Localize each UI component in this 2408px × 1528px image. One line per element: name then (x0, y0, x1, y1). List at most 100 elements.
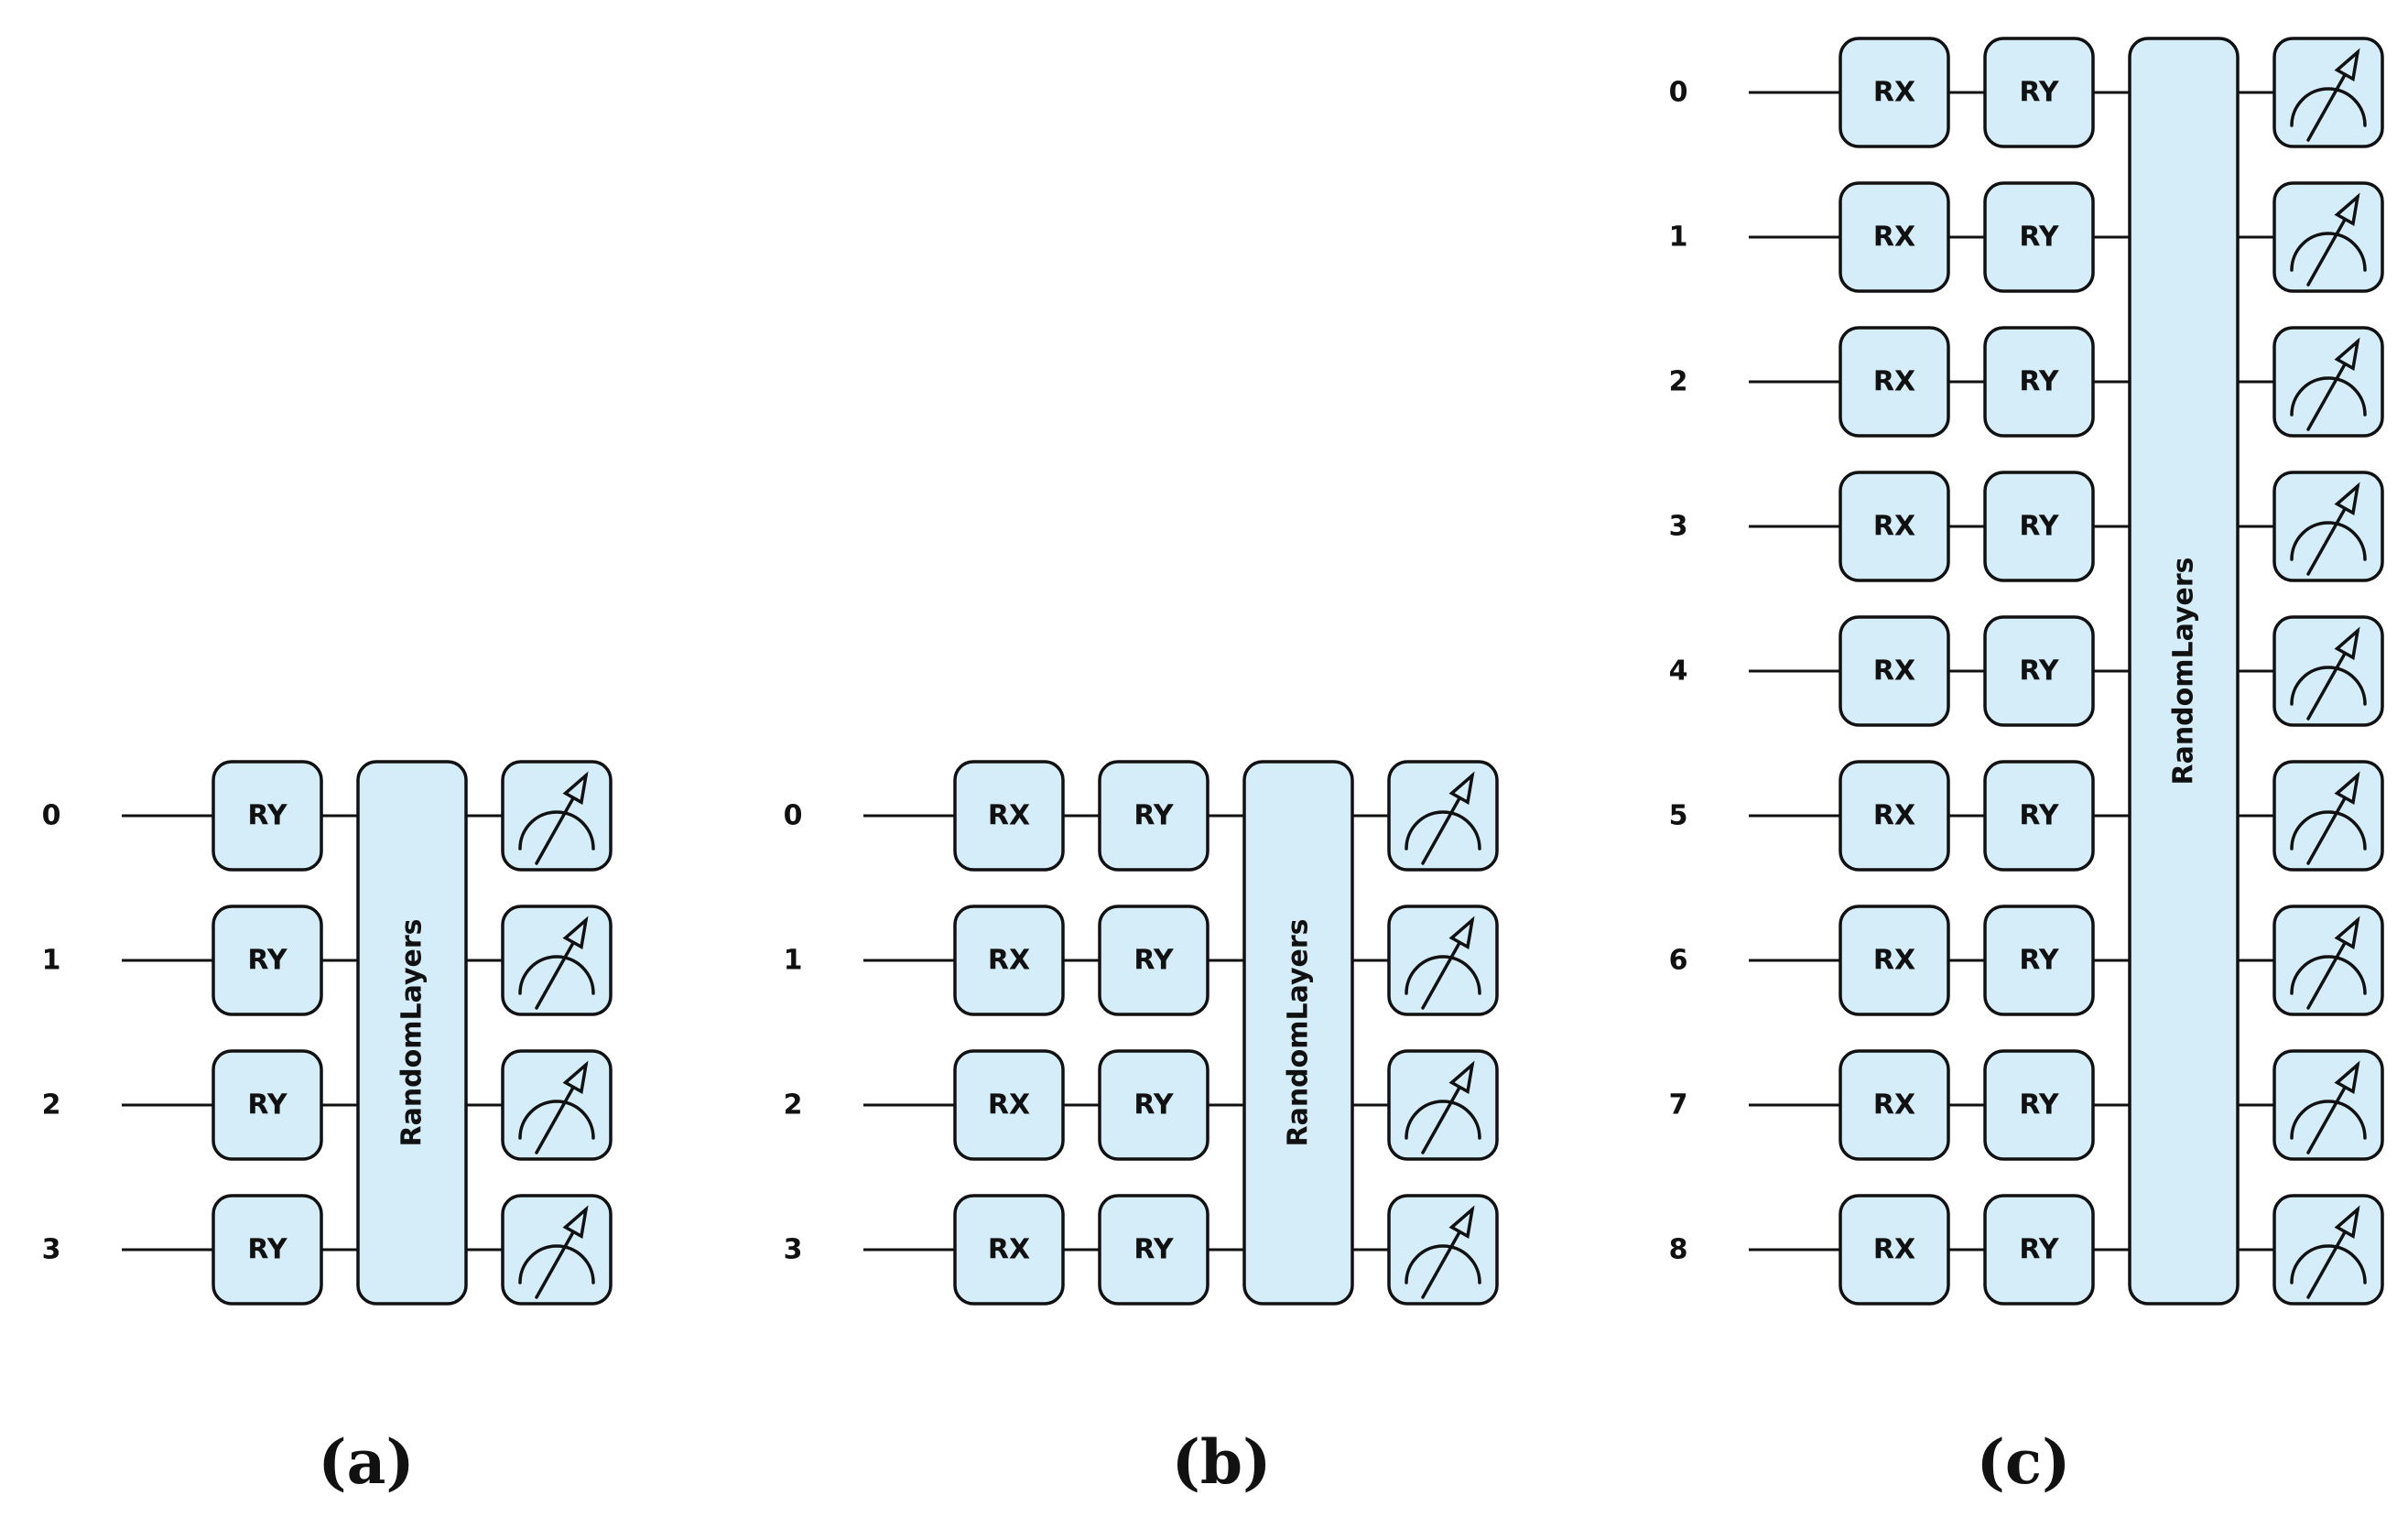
wire-label: 2 (1669, 366, 1688, 398)
measurement-meter-icon (2272, 1194, 2384, 1306)
ry-gate (1098, 1194, 1209, 1306)
measurement-meter-icon (2272, 181, 2384, 293)
random-layers-block (2128, 37, 2240, 1306)
ry-gate (1983, 181, 2095, 293)
rx-gate (1839, 760, 1950, 872)
ry-gate (1983, 37, 2095, 148)
wire-label: 3 (784, 1234, 803, 1266)
ry-gate (1983, 760, 2095, 872)
ry-gate (1983, 1049, 2095, 1161)
gate-label: RX (1873, 511, 1915, 543)
measurement-meter-icon (501, 1049, 613, 1161)
wire-label: 8 (1669, 1234, 1688, 1266)
measurement-meter-icon (501, 1194, 613, 1306)
ry-gate (1983, 615, 2095, 727)
gate-label: RY (2019, 656, 2059, 688)
gate-label: RY (1133, 1234, 1174, 1266)
measurement-meter-icon (2272, 326, 2384, 438)
gate-label: RY (1133, 1089, 1174, 1122)
gate-label: RX (1873, 656, 1915, 688)
gate-label: RX (988, 800, 1030, 832)
gate-label: RY (2019, 222, 2059, 254)
random-layers-label: RandomLayers (396, 918, 428, 1146)
random-layers-label: RandomLayers (1283, 918, 1315, 1146)
rx-gate (1839, 1194, 1950, 1306)
rx-gate (1839, 1049, 1950, 1161)
wire-label: 3 (1669, 511, 1688, 543)
gate-label: RY (2019, 511, 2059, 543)
measurement-meter-icon (2272, 615, 2384, 727)
ry-gate (1983, 326, 2095, 438)
random-layers-block (356, 760, 468, 1306)
gate-label: RY (247, 1089, 287, 1122)
wire-label: 1 (42, 945, 61, 977)
gate-label: RX (1873, 1234, 1915, 1266)
panel-caption: (c) (1977, 1426, 2071, 1498)
measurement-meter-icon (1387, 1049, 1499, 1161)
gate-label: RY (2019, 945, 2059, 977)
gate-label: RY (1133, 800, 1174, 832)
measurement-meter-icon (1387, 1194, 1499, 1306)
gate-label: RX (1873, 945, 1915, 977)
measurement-meter-icon (2272, 471, 2384, 582)
measurement-meter-icon (2272, 1049, 2384, 1161)
measurement-meter-icon (2272, 37, 2384, 148)
panel-caption: (a) (318, 1426, 414, 1498)
rx-gate (1839, 615, 1950, 727)
wire-label: 2 (784, 1089, 803, 1122)
wire-label: 0 (42, 800, 61, 832)
gate-label: RY (2019, 1089, 2059, 1122)
ry-gate (212, 905, 323, 1016)
gate-label: RX (988, 1234, 1030, 1266)
wire-label: 2 (42, 1089, 61, 1122)
rx-gate (1839, 37, 1950, 148)
measurement-meter-icon (501, 905, 613, 1016)
wire-label: 5 (1669, 800, 1688, 832)
gate-label: RY (2019, 1234, 2059, 1266)
wire-label: 0 (784, 800, 803, 832)
gate-label: RX (1873, 1089, 1915, 1122)
rx-gate (953, 760, 1065, 872)
gate-label: RY (247, 1234, 287, 1266)
wire-label: 3 (42, 1234, 61, 1266)
ry-gate (1983, 471, 2095, 582)
rx-gate (1839, 471, 1950, 582)
random-layers-label: RandomLayers (2168, 557, 2200, 785)
ry-gate (1098, 905, 1209, 1016)
measurement-meter-icon (2272, 905, 2384, 1016)
gate-label: RY (1133, 945, 1174, 977)
measurement-meter-icon (1387, 905, 1499, 1016)
wire-label: 7 (1669, 1089, 1688, 1122)
ry-gate (212, 1049, 323, 1161)
ry-gate (1983, 905, 2095, 1016)
gate-label: RX (1873, 77, 1915, 109)
measurement-meter-icon (501, 760, 613, 872)
wire-label: 1 (784, 945, 803, 977)
wire-label: 0 (1669, 77, 1688, 109)
wire-label: 6 (1669, 945, 1688, 977)
random-layers-block (1242, 760, 1354, 1306)
rx-gate (1839, 326, 1950, 438)
circuit-panel-3: 0 1 2 3 4 5 6 7 8 RX RX RX RX RX RX RX RX RX RY RY RY RY RY RY R… (1669, 37, 2384, 1498)
gate-label: RX (988, 1089, 1030, 1122)
ry-gate (212, 760, 323, 872)
gate-label: RY (247, 945, 287, 977)
gate-label: RX (1873, 800, 1915, 832)
rx-gate (953, 1194, 1065, 1306)
measurement-meter-icon (1387, 760, 1499, 872)
gate-label: RX (1873, 366, 1915, 398)
ry-gate (212, 1194, 323, 1306)
gate-label: RX (1873, 222, 1915, 254)
ry-gate (1983, 1194, 2095, 1306)
gate-label: RY (2019, 77, 2059, 109)
wire-label: 1 (1669, 222, 1688, 254)
ry-gate (1098, 1049, 1209, 1161)
wire-label: 4 (1669, 656, 1688, 688)
rx-gate (953, 1049, 1065, 1161)
rx-gate (1839, 905, 1950, 1016)
ry-gate (1098, 760, 1209, 872)
rx-gate (953, 905, 1065, 1016)
